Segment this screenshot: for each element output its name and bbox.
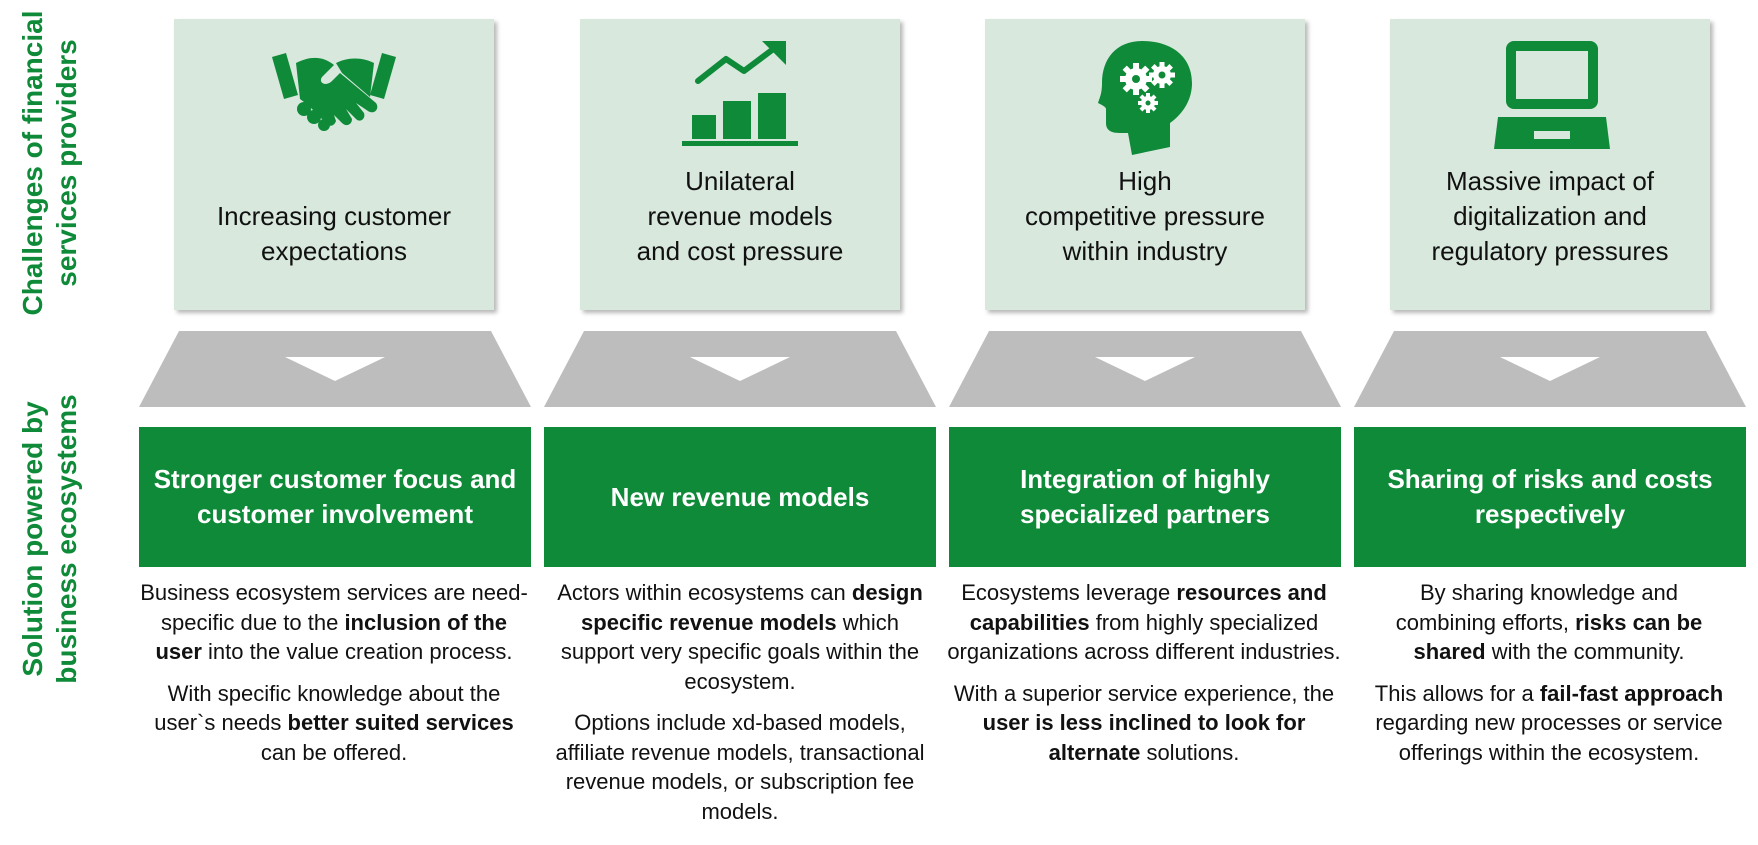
- solution-title: Stronger customer focus and customer inv…: [154, 462, 517, 532]
- down-arrow-connector: [139, 331, 531, 407]
- desc-text: Actors within ecosystems can: [557, 580, 852, 605]
- handshake-icon: [268, 47, 400, 137]
- challenge-card: Massive impact of digitalization and reg…: [1390, 19, 1710, 310]
- description-paragraph: By sharing knowledge and combining effor…: [1379, 578, 1719, 667]
- down-arrow-connector: [544, 331, 936, 407]
- challenge-line: regulatory pressures: [1431, 236, 1669, 266]
- challenge-line: Unilateral: [685, 166, 795, 196]
- solution-line: Integration of highly: [1020, 464, 1270, 494]
- column-customer: Increasing customer expectations Stronge…: [136, 0, 532, 845]
- description-paragraph: Business ecosystem services are need-spe…: [136, 578, 532, 667]
- challenges-side-label-line-1: Challenges of financial: [17, 10, 48, 316]
- description-paragraph: Options include xd-based models, affilia…: [544, 708, 936, 826]
- desc-text: By sharing knowledge and combining effor…: [1395, 580, 1679, 635]
- description-paragraph: Ecosystems leverage resources and capabi…: [946, 578, 1342, 667]
- solution-box: Integration of highly specialized partne…: [949, 427, 1341, 567]
- desc-text: Business ecosystem services are need-spe…: [140, 580, 528, 635]
- description-paragraph: Actors within ecosystems can design spec…: [544, 578, 936, 696]
- solution-line: specialized partners: [1020, 499, 1270, 529]
- challenge-card: High competitive pressure within industr…: [985, 19, 1305, 310]
- down-arrow-connector: [949, 331, 1341, 407]
- column-competition: High competitive pressure within industr…: [946, 0, 1342, 845]
- desc-text: which support very specific goals within…: [560, 609, 920, 694]
- solution-side-label-line-2: business ecosystems: [51, 394, 82, 684]
- challenge-line: digitalization and: [1453, 201, 1647, 231]
- desc-text: This allows for a: [1374, 680, 1540, 706]
- challenge-line: competitive pressure: [1025, 201, 1265, 231]
- desc-text: With a superior service experience, the: [953, 680, 1335, 706]
- challenge-line: expectations: [261, 236, 407, 266]
- solution-title: Integration of highly specialized partne…: [1020, 462, 1270, 532]
- description-paragraph: With specific knowledge about the user`s…: [136, 679, 532, 768]
- desc-text: With specific knowledge about the user`s…: [154, 680, 501, 736]
- challenge-text: Massive impact of digitalization and reg…: [1390, 164, 1710, 269]
- desc-text: Ecosystems leverage: [961, 580, 1177, 605]
- challenges-side-label-text: Challenges of financial services provide…: [16, 11, 84, 316]
- description-paragraph: This allows for a fail-fast approach reg…: [1365, 679, 1733, 768]
- solution-line: Stronger customer focus and: [153, 464, 517, 494]
- challenge-text: Increasing customer expectations: [174, 199, 494, 269]
- desc-bold-text: resources and capabilities: [969, 580, 1327, 635]
- laptop-icon: [1494, 39, 1610, 151]
- column-revenue: Unilateral revenue models and cost press…: [541, 0, 937, 845]
- desc-text: into the value creation process.: [201, 639, 513, 664]
- solution-title: Sharing of risks and costs respectively: [1387, 462, 1712, 532]
- desc-bold-text: fail-fast approach: [1539, 680, 1724, 706]
- desc-bold-text: better suited services: [287, 710, 514, 735]
- challenge-line: High: [1118, 166, 1172, 196]
- challenge-text: High competitive pressure within industr…: [985, 164, 1305, 269]
- desc-text: Options include xd-based models, affilia…: [555, 710, 925, 824]
- solution-description: Actors within ecosystems can design spec…: [544, 578, 936, 838]
- challenges-side-label-line-2: services providers: [51, 39, 82, 287]
- down-arrow-connector: [1354, 331, 1746, 407]
- desc-bold-text: risks can be shared: [1413, 609, 1703, 665]
- solution-line: respectively: [1474, 499, 1626, 529]
- solution-description: Business ecosystem services are need-spe…: [136, 578, 532, 779]
- challenge-card: Increasing customer expectations: [174, 19, 494, 310]
- solution-side-label-line-1: Solution powered by: [17, 401, 48, 677]
- solution-line: New revenue models: [610, 481, 870, 512]
- column-risk-sharing: Massive impact of digitalization and reg…: [1351, 0, 1749, 845]
- solution-side-label-text: Solution powered by business ecosystems: [16, 394, 84, 684]
- solution-line: customer involvement: [197, 499, 473, 529]
- challenge-line: Massive impact of: [1445, 166, 1655, 196]
- description-paragraph: With a superior service experience, the …: [946, 679, 1342, 768]
- solution-line: Sharing of risks and costs: [1387, 464, 1713, 494]
- desc-bold-text: design specific revenue models: [581, 580, 923, 635]
- desc-bold-text: user is less inclined to look for altern…: [982, 710, 1306, 765]
- desc-text: regarding new processes or service offer…: [1375, 710, 1723, 765]
- solution-box: Sharing of risks and costs respectively: [1354, 427, 1746, 567]
- desc-text: from highly specialized organizations ac…: [947, 609, 1341, 665]
- solution-box: New revenue models: [544, 427, 936, 567]
- challenge-text: Unilateral revenue models and cost press…: [580, 164, 900, 269]
- solution-title: New revenue models: [611, 480, 870, 515]
- solution-box: Stronger customer focus and customer inv…: [139, 427, 531, 567]
- challenge-line: and cost pressure: [636, 236, 844, 266]
- desc-text: solutions.: [1140, 739, 1240, 765]
- solution-description: Ecosystems leverage resources and capabi…: [946, 578, 1342, 779]
- head-gears-icon: [1098, 39, 1194, 159]
- desc-text: can be offered.: [260, 739, 408, 765]
- challenge-line: Increasing customer: [216, 201, 452, 231]
- solution-description: By sharing knowledge and combining effor…: [1375, 578, 1723, 779]
- challenge-line: revenue models: [647, 201, 833, 231]
- challenge-line: within industry: [1062, 236, 1228, 266]
- desc-text: with the community.: [1485, 639, 1685, 664]
- desc-bold-text: inclusion of the user: [155, 609, 507, 665]
- challenge-card: Unilateral revenue models and cost press…: [580, 19, 900, 310]
- growth-chart-icon: [682, 39, 802, 149]
